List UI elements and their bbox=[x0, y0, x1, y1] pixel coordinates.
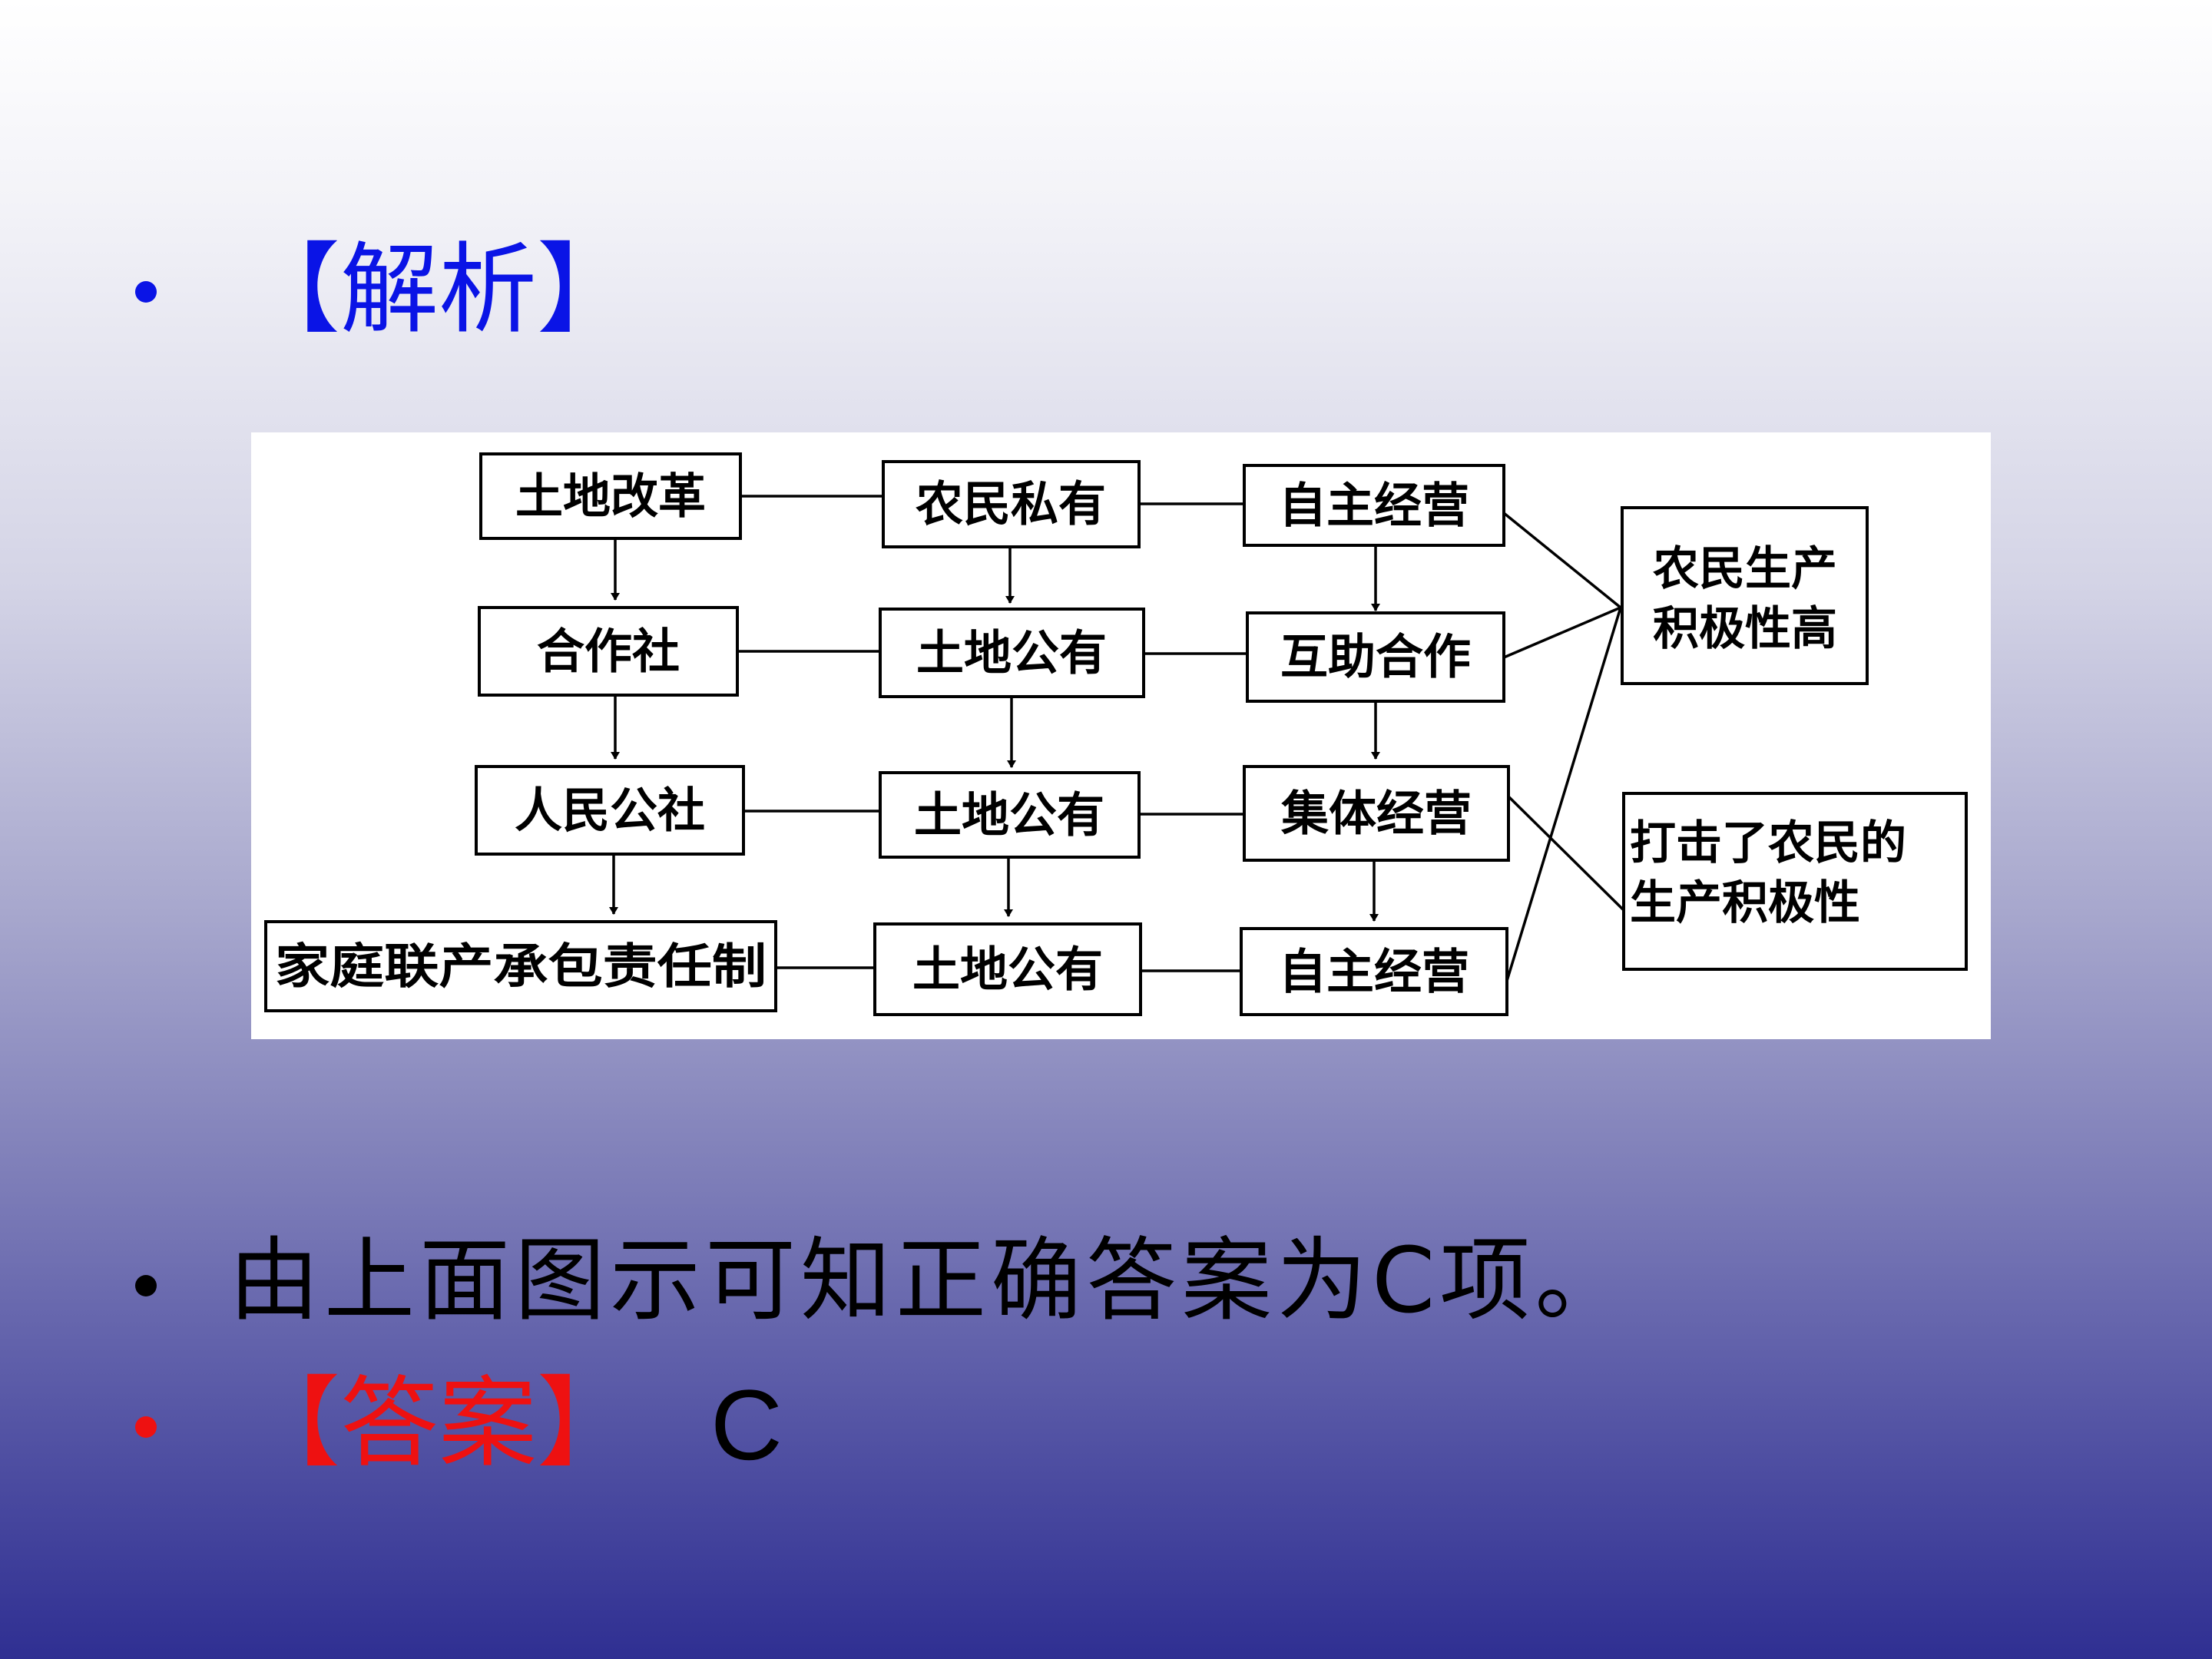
node-land-public-2: 土地公有 bbox=[879, 608, 1145, 698]
connector-lines bbox=[737, 495, 1625, 982]
node-enthusiasm-high: 农民生产 积极性高 bbox=[1621, 506, 1869, 685]
node-label: 土地公有 bbox=[916, 625, 1107, 681]
node-label: 人民公社 bbox=[515, 783, 705, 839]
node-label: 土地公有 bbox=[912, 942, 1103, 998]
node-contract-system: 家庭联产承包责任制 bbox=[264, 920, 777, 1012]
node-label: 土地改革 bbox=[515, 469, 706, 525]
bullet-point bbox=[135, 1275, 157, 1296]
node-label: 合作社 bbox=[537, 624, 680, 680]
diagram-canvas: 土地改革 合作社 人民公社 家庭联产承包责任制 农民私有 土地公有 土地公有 bbox=[264, 452, 1968, 1016]
node-label: 互助合作 bbox=[1280, 629, 1471, 685]
node-label: 打击了农民的 bbox=[1630, 816, 1906, 870]
node-label: 家庭联产承包责任制 bbox=[275, 939, 767, 995]
answer-heading: 【答案】 bbox=[242, 1366, 636, 1481]
node-label: 农民生产 bbox=[1653, 542, 1837, 596]
flow-arrows bbox=[609, 538, 1380, 922]
node-label: 生产积极性 bbox=[1630, 876, 1860, 930]
node-collective: 集体经营 bbox=[1243, 765, 1510, 862]
node-land-public-3: 土地公有 bbox=[879, 771, 1141, 859]
node-label: 土地公有 bbox=[914, 787, 1104, 843]
node-land-reform: 土地改革 bbox=[479, 452, 742, 540]
node-self-operated-4: 自主经营 bbox=[1240, 927, 1508, 1016]
node-label: 集体经营 bbox=[1280, 786, 1472, 842]
flow-diagram: 土地改革 合作社 人民公社 家庭联产承包责任制 农民私有 土地公有 土地公有 bbox=[251, 432, 1991, 1039]
node-label: 积极性高 bbox=[1653, 602, 1837, 656]
node-self-operated-1: 自主经营 bbox=[1243, 464, 1505, 547]
node-label: 自主经营 bbox=[1279, 944, 1469, 1000]
node-farmer-private: 农民私有 bbox=[882, 460, 1141, 548]
bullet-point bbox=[135, 281, 157, 303]
node-mutual-aid: 互助合作 bbox=[1246, 611, 1505, 703]
explanation-text: 由上面图示可知正确答案为C项。 bbox=[229, 1227, 1631, 1333]
node-land-public-4: 土地公有 bbox=[873, 922, 1142, 1016]
node-cooperative: 合作社 bbox=[478, 606, 739, 697]
node-label: 自主经营 bbox=[1279, 478, 1469, 534]
node-label: 农民私有 bbox=[916, 476, 1106, 532]
node-enthusiasm-hurt: 打击了农民的 生产积极性 bbox=[1622, 792, 1968, 971]
answer-value: C bbox=[710, 1369, 783, 1481]
analysis-heading: 【解析】 bbox=[242, 233, 636, 347]
bullet-point bbox=[135, 1416, 157, 1438]
node-commune: 人民公社 bbox=[475, 765, 745, 856]
